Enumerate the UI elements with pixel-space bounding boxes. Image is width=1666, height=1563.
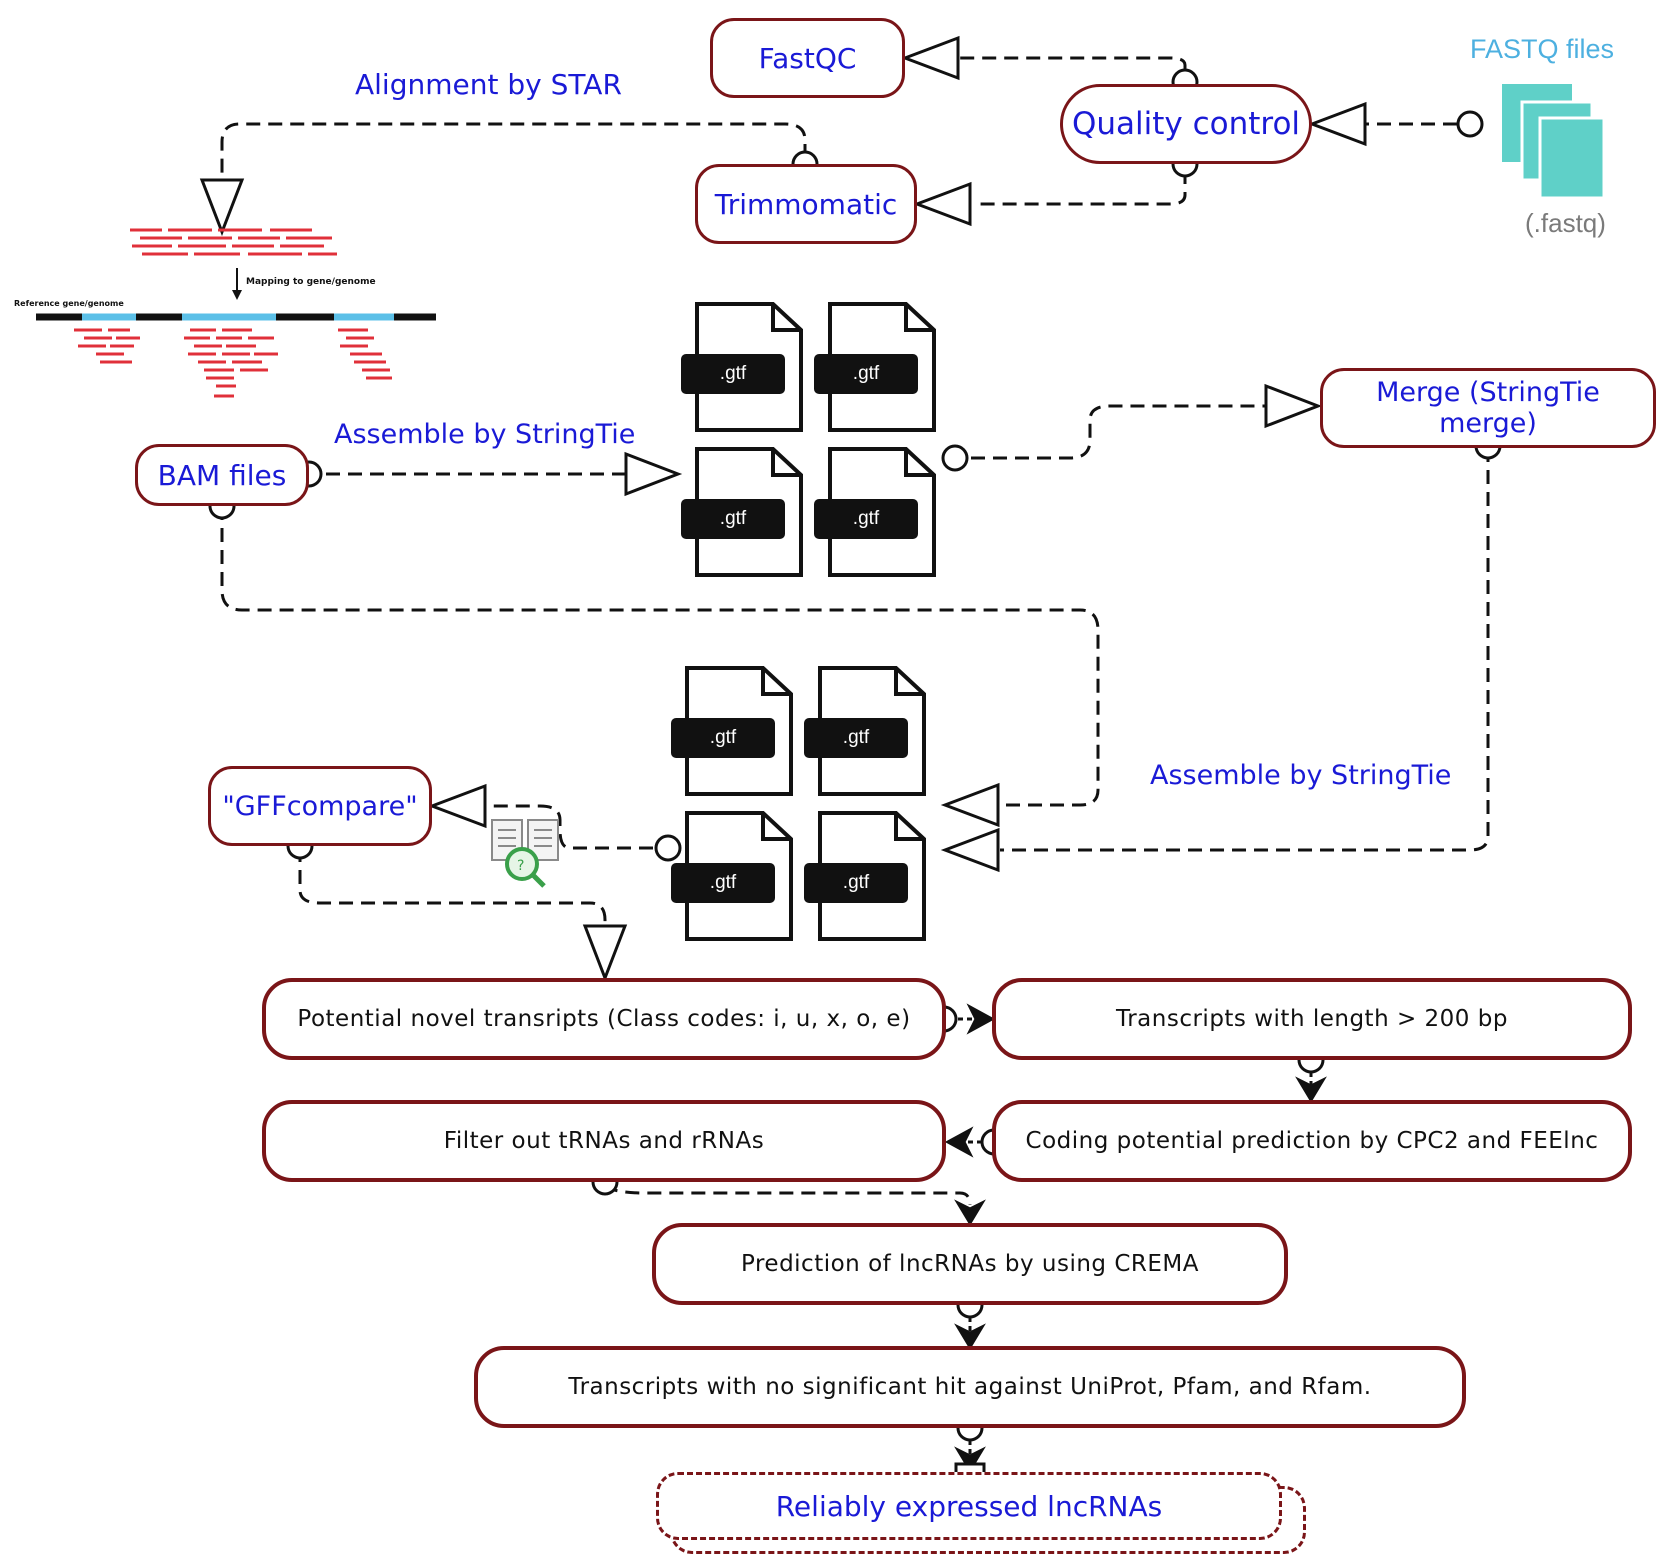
gtf-file-icon: .gtf bbox=[814, 302, 936, 432]
crema-label: Prediction of lncRNAs by using CREMA bbox=[741, 1251, 1199, 1277]
arrow-into-novel bbox=[582, 924, 628, 983]
arrow-into-filter bbox=[944, 1126, 974, 1158]
arrow-into-crema bbox=[954, 1199, 986, 1226]
arrow-into-gtf2-b bbox=[940, 827, 1000, 873]
novel-transcripts-label: Potential novel transripts (Class codes:… bbox=[297, 1006, 911, 1032]
filter-rna-label: Filter out tRNAs and rRNAs bbox=[443, 1128, 765, 1154]
gtf-tag: .gtf bbox=[671, 863, 775, 903]
novel-transcripts-box[interactable]: Potential novel transripts (Class codes:… bbox=[262, 978, 946, 1060]
fastqc-box[interactable]: FastQC bbox=[710, 18, 905, 98]
arrow-into-gtf bbox=[624, 451, 683, 497]
arrow-into-length bbox=[966, 1003, 996, 1035]
gtf-file-icon: .gtf bbox=[681, 302, 803, 432]
fastq-files-title: FASTQ files bbox=[1470, 34, 1615, 64]
fastq-extension: (.fastq) bbox=[1525, 208, 1606, 238]
no-hit-box[interactable]: Transcripts with no significant hit agai… bbox=[474, 1346, 1466, 1428]
reference-note: Reference gene/genome bbox=[14, 299, 124, 308]
arrow-into-star bbox=[199, 178, 245, 237]
gtf-file-icon: .gtf bbox=[804, 666, 926, 796]
no-hit-label: Transcripts with no significant hit agai… bbox=[568, 1374, 1372, 1400]
arrow-into-trimmomatic bbox=[912, 181, 972, 227]
filter-rna-box[interactable]: Filter out tRNAs and rRNAs bbox=[262, 1100, 946, 1182]
port-gtf2-left bbox=[654, 834, 682, 862]
gtf-tag: .gtf bbox=[804, 863, 908, 903]
length-filter-label: Transcripts with length > 200 bp bbox=[1116, 1006, 1508, 1032]
gtf-tag: .gtf bbox=[814, 354, 918, 394]
arrow-into-reliable bbox=[954, 1446, 986, 1473]
trimmomatic-box[interactable]: Trimmomatic bbox=[695, 164, 917, 244]
gffcompare-label: "GFFcompare" bbox=[222, 790, 418, 822]
assemble-label-1: Assemble by StringTie bbox=[334, 419, 636, 450]
mapping-note: Mapping to gene/genome bbox=[246, 277, 376, 287]
reliable-output-label: Reliably expressed lncRNAs bbox=[775, 1489, 1163, 1523]
assemble-label-2: Assemble by StringTie bbox=[1150, 760, 1452, 791]
bam-files-label: BAM files bbox=[157, 458, 287, 492]
svg-text:?: ? bbox=[517, 858, 524, 874]
port-gtf-right bbox=[941, 444, 969, 472]
edge-qc-trimmomatic bbox=[980, 170, 1187, 206]
arrow-into-merge bbox=[1264, 383, 1323, 429]
coding-potential-label: Coding potential prediction by CPC2 and … bbox=[1025, 1128, 1599, 1154]
gtf-file-icon: .gtf bbox=[671, 811, 793, 941]
edge-filter-crema bbox=[603, 1183, 972, 1206]
edge-trimmomatic-star bbox=[220, 122, 807, 180]
arrow-into-gtf2-a bbox=[940, 782, 1000, 828]
trimmomatic-label: Trimmomatic bbox=[714, 187, 898, 221]
edge-bam-gtf2 bbox=[220, 506, 1100, 807]
arrow-into-nohit bbox=[954, 1323, 986, 1350]
gtf-tag: .gtf bbox=[804, 718, 908, 758]
gtf-file-icon: .gtf bbox=[681, 447, 803, 577]
quality-control-box[interactable]: Quality control bbox=[1060, 84, 1312, 164]
length-filter-box[interactable]: Transcripts with length > 200 bp bbox=[992, 978, 1632, 1060]
quality-control-label: Quality control bbox=[1071, 106, 1301, 142]
arrow-into-qc bbox=[1307, 101, 1367, 147]
gtf-tag: .gtf bbox=[681, 499, 785, 539]
edge-qc-fastqc bbox=[960, 56, 1187, 93]
merge-box[interactable]: Merge (StringTie merge) bbox=[1320, 368, 1656, 448]
read-alignment-illustration: Mapping to gene/genome Reference gene/ge… bbox=[14, 228, 436, 398]
gtf-tag: .gtf bbox=[681, 354, 785, 394]
edge-merge-gtf2 bbox=[1000, 448, 1490, 852]
edge-gtf-merge bbox=[971, 404, 1268, 460]
arrow-into-fastqc bbox=[900, 35, 960, 81]
fastqc-label: FastQC bbox=[758, 41, 857, 75]
gtf-tag: .gtf bbox=[814, 499, 918, 539]
port-fastq bbox=[1456, 110, 1484, 138]
crema-box[interactable]: Prediction of lncRNAs by using CREMA bbox=[652, 1223, 1288, 1305]
coding-potential-box[interactable]: Coding potential prediction by CPC2 and … bbox=[992, 1100, 1632, 1182]
file-stack-icon bbox=[1502, 84, 1606, 200]
arrow-into-gffcompare bbox=[427, 783, 487, 829]
gffcompare-box[interactable]: "GFFcompare" bbox=[208, 766, 432, 846]
bam-files-box[interactable]: BAM files bbox=[135, 444, 309, 506]
gtf-file-icon: .gtf bbox=[814, 447, 936, 577]
compare-magnifier-icon: ? bbox=[491, 819, 559, 888]
gtf-tag: .gtf bbox=[671, 718, 775, 758]
reliable-output-box[interactable]: Reliably expressed lncRNAs bbox=[656, 1472, 1282, 1540]
alignment-label: Alignment by STAR bbox=[355, 68, 622, 101]
edge-gffcompare-novel bbox=[298, 848, 607, 935]
edge-gtf2-gffcompare bbox=[485, 804, 653, 850]
gtf-file-icon: .gtf bbox=[671, 666, 793, 796]
gtf-file-icon: .gtf bbox=[804, 811, 926, 941]
merge-label: Merge (StringTie merge) bbox=[1376, 377, 1600, 439]
